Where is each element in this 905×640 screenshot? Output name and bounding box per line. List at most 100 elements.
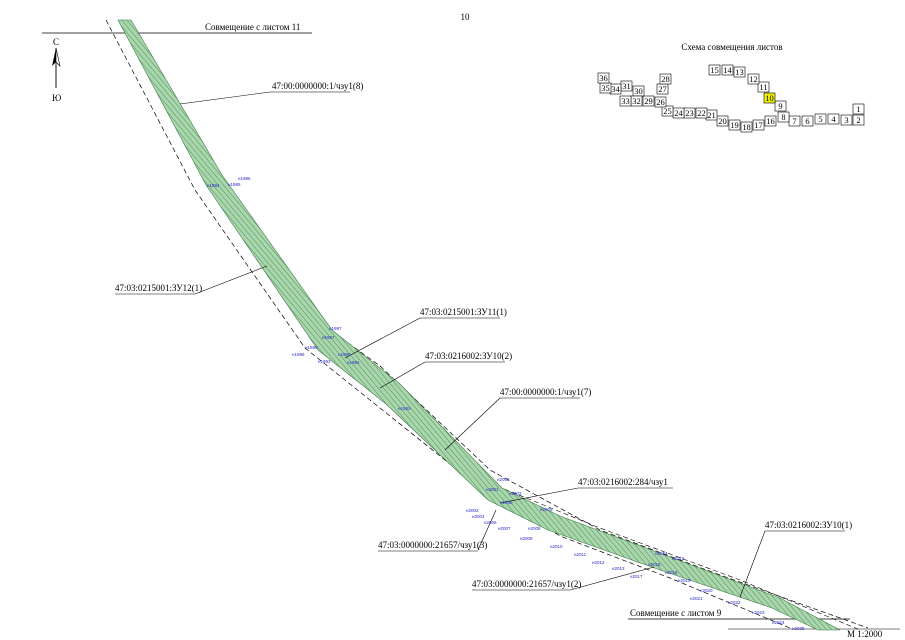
point-label: н2017 bbox=[630, 574, 643, 579]
callout-c1: 47:00:0000000:1/чзу1(8) bbox=[179, 81, 363, 105]
svg-text:26: 26 bbox=[656, 97, 665, 107]
key-map-title: Схема совмещения листов bbox=[681, 42, 782, 52]
point-label: н2019 bbox=[678, 578, 691, 583]
sheet-cell-12: 12 bbox=[747, 73, 760, 85]
svg-text:5: 5 bbox=[818, 114, 822, 124]
svg-text:34: 34 bbox=[611, 84, 620, 94]
point-label: н2004 bbox=[472, 514, 485, 519]
point-label: н1986 bbox=[238, 176, 251, 181]
sheet-cell-25: 25 bbox=[661, 105, 674, 117]
sheet-cell-22: 22 bbox=[695, 107, 708, 119]
point-label: н2011 bbox=[574, 552, 587, 557]
sheet-cell-24: 24 bbox=[672, 107, 685, 119]
sheet-cell-34: 34 bbox=[609, 83, 622, 95]
sheet-cell-11: 11 bbox=[757, 81, 770, 93]
point-label: н1993 bbox=[318, 359, 331, 364]
svg-text:2: 2 bbox=[856, 115, 860, 125]
svg-text:27: 27 bbox=[658, 84, 667, 94]
callout-c8-text: 47:03:0000000:21657/чзу1(2) bbox=[472, 579, 581, 589]
point-label: н2025 bbox=[792, 626, 805, 631]
callout-c4: 47:03:0216002:ЗУ10(2) bbox=[379, 351, 512, 389]
callout-c2-text: 47:03:0215001:ЗУ12(1) bbox=[115, 283, 202, 293]
svg-text:16: 16 bbox=[766, 116, 775, 126]
sheet-key-map: 1234567891011121314151617181920212223242… bbox=[597, 64, 865, 133]
point-label: н2005 bbox=[540, 507, 553, 512]
sheet-cell-18: 18 bbox=[740, 121, 753, 133]
sheet-cell-30: 30 bbox=[632, 85, 645, 97]
top-join-label: Совмещение с листом 11 bbox=[205, 22, 300, 32]
svg-text:6: 6 bbox=[805, 116, 809, 126]
point-label: н2003 bbox=[466, 508, 479, 513]
sheet-cell-6: 6 bbox=[801, 115, 814, 127]
sheet-cell-16: 16 bbox=[764, 115, 777, 127]
point-label: н2024 bbox=[772, 620, 785, 625]
callout-c6-text: 47:03:0216002:284/чзу1 bbox=[578, 477, 668, 487]
svg-text:9: 9 bbox=[778, 101, 782, 111]
sheet-cell-28: 28 bbox=[659, 73, 672, 85]
sheet-cell-7: 7 bbox=[788, 115, 801, 127]
point-label: н2006 bbox=[484, 520, 497, 525]
svg-text:35: 35 bbox=[601, 83, 610, 93]
point-label: н1995 bbox=[338, 352, 351, 357]
svg-text:23: 23 bbox=[685, 108, 694, 118]
sheet-cell-26: 26 bbox=[654, 96, 667, 108]
svg-text:12: 12 bbox=[749, 74, 758, 84]
svg-text:14: 14 bbox=[723, 65, 732, 75]
svg-text:11: 11 bbox=[759, 82, 767, 92]
south-label: Ю bbox=[52, 93, 61, 103]
page-number: 10 bbox=[461, 12, 471, 22]
svg-text:25: 25 bbox=[663, 106, 672, 116]
sheet-cell-33: 33 bbox=[619, 95, 632, 107]
callout-c6: 47:03:0216002:284/чзу1 bbox=[499, 477, 673, 504]
svg-text:20: 20 bbox=[718, 116, 727, 126]
point-label: н2013 bbox=[612, 566, 625, 571]
svg-text:30: 30 bbox=[634, 86, 643, 96]
svg-text:28: 28 bbox=[661, 74, 670, 84]
callout-c5-text: 47:00:0000000:1/чзу1(7) bbox=[500, 387, 591, 397]
callout-c7: 47:03:0000000:21657/чзу1(3) bbox=[378, 509, 497, 552]
point-label: н2000 bbox=[497, 477, 510, 482]
svg-text:32: 32 bbox=[632, 96, 641, 106]
corridor-inner-boundary bbox=[481, 479, 861, 631]
point-label: н2014 bbox=[655, 551, 668, 556]
svg-text:18: 18 bbox=[742, 122, 751, 132]
point-label: н2012 bbox=[592, 560, 605, 565]
svg-text:13: 13 bbox=[735, 67, 744, 77]
sheet-cell-20: 20 bbox=[716, 115, 729, 127]
callout-c8: 47:03:0000000:21657/чзу1(2) bbox=[472, 566, 655, 591]
callout-c1-text: 47:00:0000000:1/чзу1(8) bbox=[272, 81, 363, 91]
point-label: н2002 bbox=[509, 491, 522, 496]
svg-text:8: 8 bbox=[781, 112, 785, 122]
sheet-cell-31: 31 bbox=[620, 80, 633, 92]
sheet-cell-19: 19 bbox=[728, 119, 741, 131]
sheet-cell-29: 29 bbox=[642, 95, 655, 107]
point-label: н2023 bbox=[752, 610, 765, 615]
svg-text:33: 33 bbox=[621, 96, 630, 106]
point-label: н1998 bbox=[305, 345, 318, 350]
north-arrow-icon: С Ю bbox=[52, 37, 61, 103]
svg-text:7: 7 bbox=[792, 116, 796, 126]
sheet-cell-35: 35 bbox=[599, 82, 612, 94]
point-label: н1983 bbox=[398, 406, 411, 411]
svg-text:31: 31 bbox=[622, 81, 631, 91]
callout-c3: 47:03:0215001:ЗУ11(1) bbox=[344, 307, 507, 359]
svg-text:1: 1 bbox=[856, 104, 860, 114]
sheet-cell-13: 13 bbox=[733, 66, 746, 78]
sheet-cell-21: 21 bbox=[705, 109, 718, 121]
point-label: н2007 bbox=[498, 526, 511, 531]
callout-c9-text: 47:03:0216002:ЗУ10(1) bbox=[765, 520, 852, 530]
point-label: н2018 bbox=[665, 570, 678, 575]
corridor-right-boundary bbox=[127, 19, 869, 629]
pipeline-corridor bbox=[117, 19, 841, 631]
callout-c9: 47:03:0216002:ЗУ10(1) bbox=[739, 520, 852, 598]
callout-c5: 47:00:0000000:1/чзу1(7) bbox=[444, 387, 591, 451]
sheet-cell-1: 1 bbox=[852, 103, 865, 115]
svg-text:15: 15 bbox=[710, 65, 719, 75]
point-label: н2010 bbox=[550, 544, 563, 549]
north-label: С bbox=[53, 37, 59, 47]
sheet-cell-8: 8 bbox=[777, 111, 790, 123]
sheet-cell-36: 36 bbox=[597, 72, 610, 84]
sheet-cell-3: 3 bbox=[840, 114, 853, 126]
svg-text:36: 36 bbox=[599, 73, 608, 83]
